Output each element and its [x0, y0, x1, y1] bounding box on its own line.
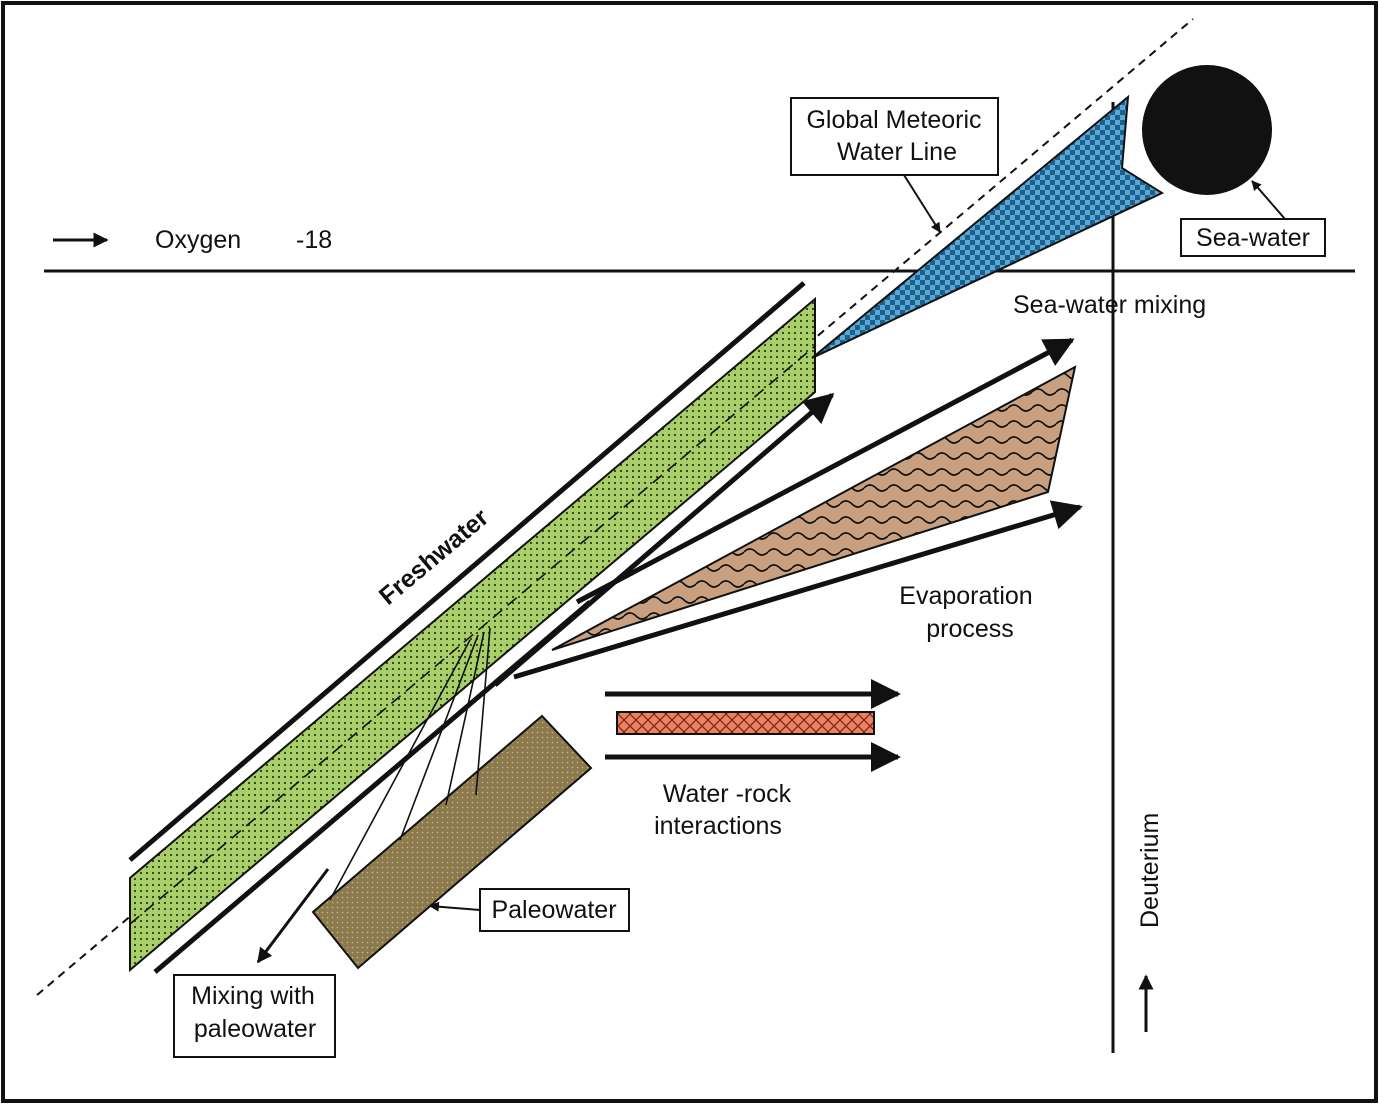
mixing-label-box: [173, 974, 336, 1058]
gmwl-label-line2: Water Line: [837, 138, 957, 166]
paleowater-label-box: [479, 888, 630, 932]
mixing-thin-line-1: [329, 639, 471, 901]
oxygen-axis-label: Oxygen: [155, 226, 241, 254]
seawater-mixing-arrow: [493, 393, 835, 687]
seawater-label-box: [1180, 218, 1326, 257]
mixing-thin-line-3: [445, 631, 485, 806]
paleowater-label: Paleowater: [491, 896, 616, 924]
mixing-label-line1: Mixing with: [191, 982, 315, 1010]
water-rock-band: [616, 711, 875, 735]
seawater-leader-line: [1251, 180, 1286, 220]
water-rock-label-line2: interactions: [654, 812, 782, 840]
evaporation-lower-arrow: [513, 500, 1083, 680]
seawater-label: Sea-water: [1196, 224, 1310, 252]
mixing-paleowater-arrow: [256, 868, 330, 964]
paleowater-leader-line: [429, 901, 481, 912]
gmwl-leader-line: [903, 174, 941, 233]
mixing-thin-line-2: [399, 634, 479, 841]
paleowater-block: [311, 714, 593, 970]
freshwater-inner-dashed-line: [129, 345, 816, 925]
evaporation-upper-arrow: [575, 337, 1075, 605]
deuterium-axis-label: Deuterium: [1136, 813, 1164, 928]
seawater-circle: [1142, 65, 1272, 195]
evaporation-label-line1: Evaporation: [899, 582, 1032, 610]
freshwater-upper-line: [128, 281, 806, 862]
seawater-mixing-label: Sea-water mixing: [1013, 291, 1206, 319]
seawater-mixing-wedge: [811, 94, 1165, 359]
water-rock-label-line1: Water -rock: [663, 780, 792, 808]
gmwl-label-line1: Global Meteoric: [806, 106, 981, 134]
evaporation-wedge: [551, 365, 1077, 651]
oxygen-axis-suffix: -18: [296, 226, 332, 254]
mixing-thin-line-4: [475, 627, 491, 796]
gmwl-label-box: [790, 97, 999, 176]
evaporation-label-line2: process: [926, 615, 1014, 643]
mixing-label-line2: paleowater: [194, 1015, 316, 1043]
